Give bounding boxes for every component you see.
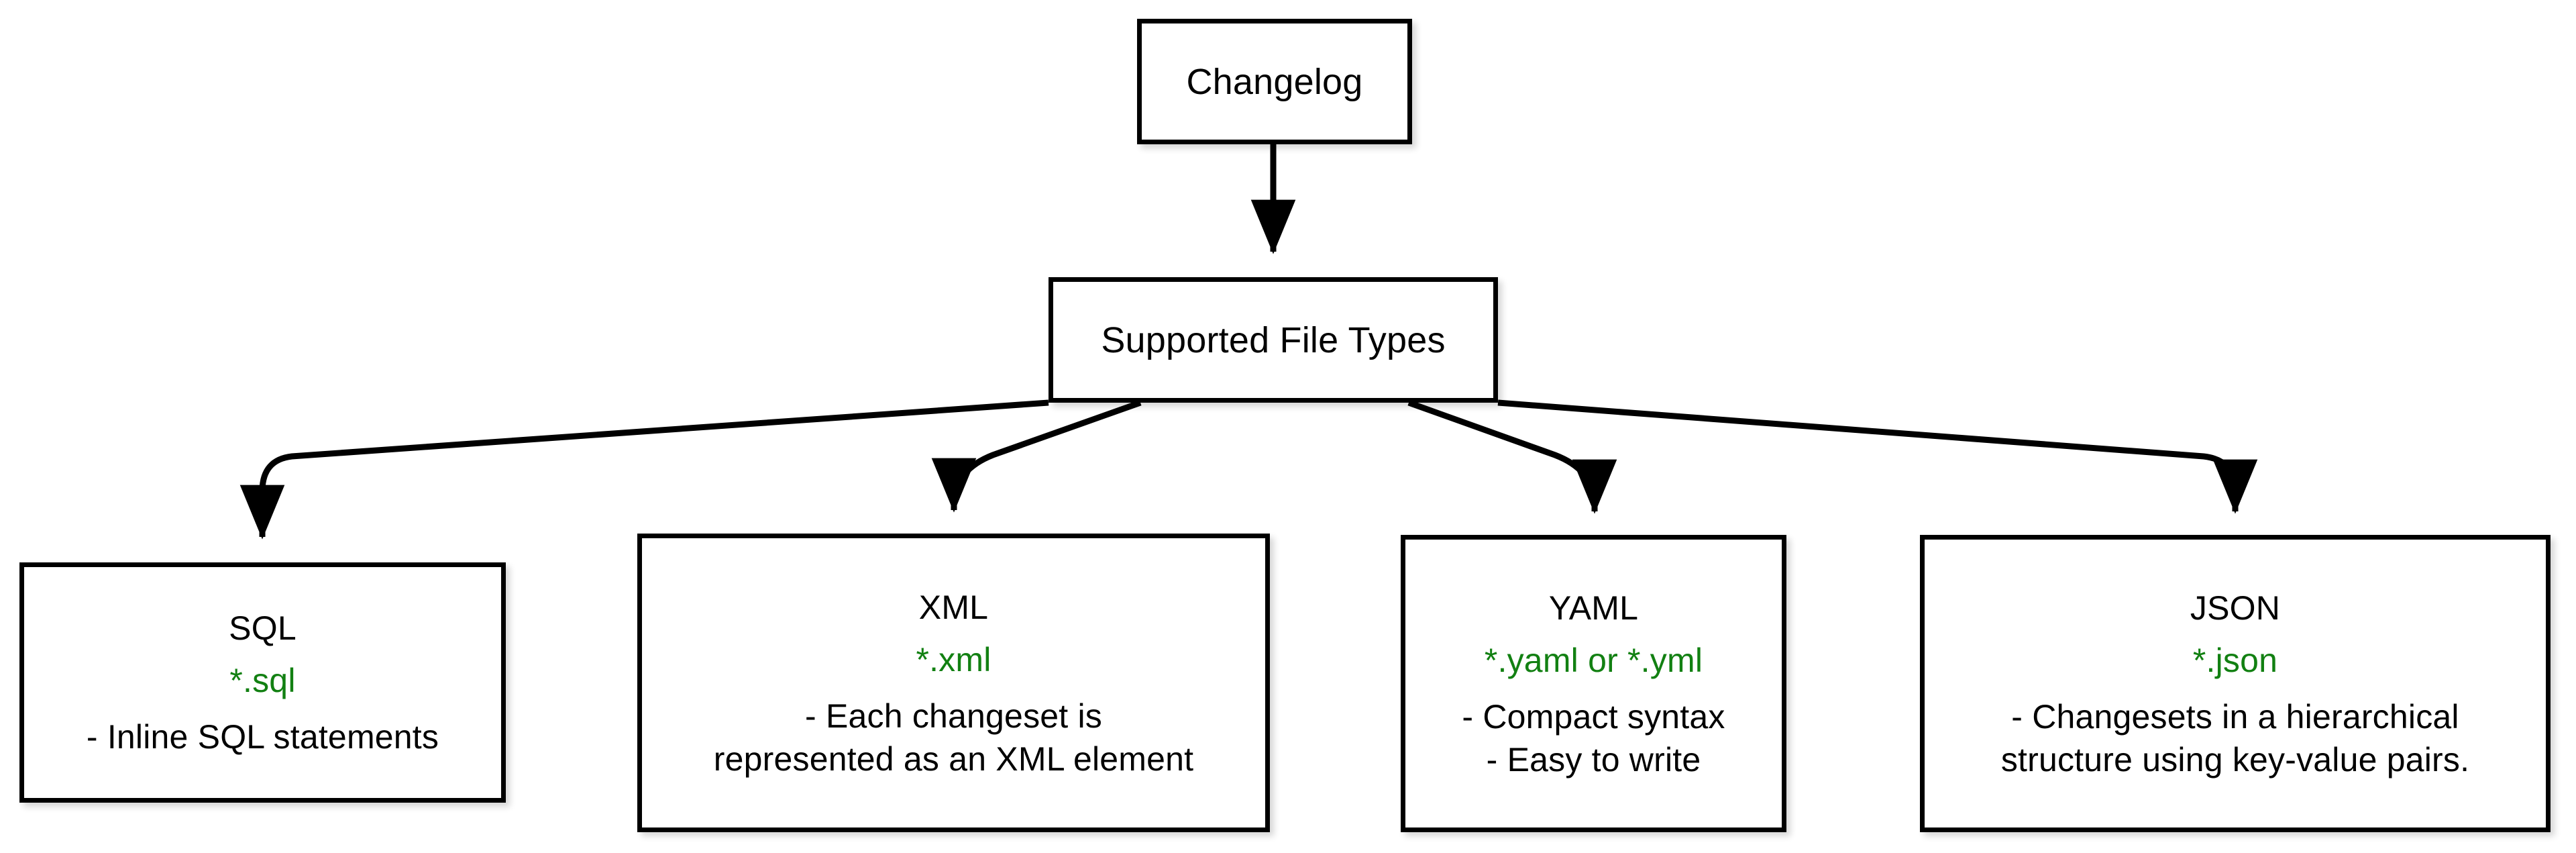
node-json-desc-line-1: - Changesets in a hierarchical <box>2011 697 2459 736</box>
node-xml-desc-line-1: - Each changeset is <box>805 697 1102 735</box>
edge-supported-to-xml <box>931 399 1142 513</box>
node-sql-desc-line-1: - Inline SQL statements <box>86 718 439 756</box>
node-changelog[interactable]: Changelog <box>1137 19 1412 144</box>
node-yaml[interactable]: YAML *.yaml or *.yml - Compact syntax - … <box>1401 535 1786 832</box>
node-xml-title: XML <box>918 588 989 626</box>
node-yaml-title: YAML <box>1548 589 1639 627</box>
node-yaml-extension: *.yaml or *.yml <box>1484 641 1703 679</box>
node-sql-title: SQL <box>229 609 297 647</box>
node-json-title: JSON <box>2190 589 2281 627</box>
node-xml-extension: *.xml <box>916 640 991 679</box>
node-supported-file-types[interactable]: Supported File Types <box>1049 277 1498 403</box>
edge-supported-to-yaml <box>1407 399 1617 514</box>
node-xml[interactable]: XML *.xml - Each changeset is represente… <box>637 534 1270 832</box>
node-json-extension: *.json <box>2192 641 2278 679</box>
node-json[interactable]: JSON *.json - Changesets in a hierarchic… <box>1920 535 2551 832</box>
node-json-desc-line-2: structure using key-value pairs. <box>2000 740 2470 779</box>
node-changelog-label: Changelog <box>1186 61 1363 102</box>
node-yaml-desc-line-2: - Easy to write <box>1486 740 1701 779</box>
node-yaml-desc-line-1: - Compact syntax <box>1462 697 1725 736</box>
node-xml-desc-line-2: represented as an XML element <box>713 740 1194 778</box>
edge-supported-to-sql <box>239 399 1049 540</box>
node-sql-extension: *.sql <box>229 662 296 699</box>
node-sql[interactable]: SQL *.sql - Inline SQL statements <box>19 562 506 803</box>
node-supported-file-types-label: Supported File Types <box>1101 319 1446 360</box>
edge-supported-to-json <box>1497 399 2258 514</box>
